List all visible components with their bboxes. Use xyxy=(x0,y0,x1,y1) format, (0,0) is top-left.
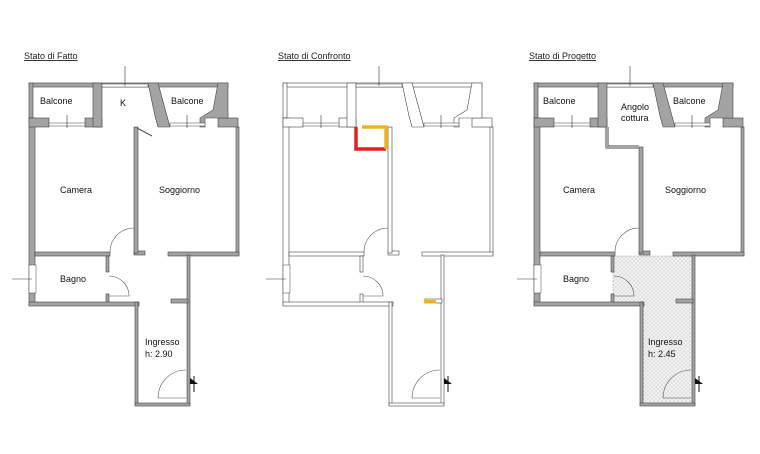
plan-title: Stato di Fatto xyxy=(24,51,78,61)
wall xyxy=(92,82,103,128)
ceiling-height-label: h: 2.90 xyxy=(145,349,173,359)
door-swing-bagno xyxy=(108,275,130,297)
wall xyxy=(740,126,745,256)
wall xyxy=(105,255,110,273)
wall xyxy=(675,298,694,304)
wall xyxy=(28,117,50,128)
wall xyxy=(186,254,191,406)
room-label-kitchen: K xyxy=(120,98,126,108)
kitchen-partition-wall xyxy=(605,127,639,149)
wall xyxy=(539,251,616,257)
wall xyxy=(489,126,494,256)
wall xyxy=(440,254,445,406)
wall xyxy=(282,301,394,307)
balcony-pier xyxy=(704,82,734,128)
wall xyxy=(672,251,745,257)
window xyxy=(169,122,206,127)
wall xyxy=(597,82,608,128)
room-label-camera: Camera xyxy=(563,185,595,195)
room-label-camera: Camera xyxy=(60,185,92,195)
wall xyxy=(639,301,644,406)
door-swing-camera xyxy=(614,227,640,253)
window xyxy=(423,122,460,127)
wall xyxy=(288,251,365,257)
wall xyxy=(170,298,189,304)
room-label-balcone-right: Balcone xyxy=(673,96,706,106)
wall xyxy=(134,402,191,407)
wall xyxy=(134,301,139,406)
wall xyxy=(421,251,494,257)
wall xyxy=(387,126,393,254)
room-label-soggiorno: Soggiorno xyxy=(665,185,706,195)
wall xyxy=(282,117,304,128)
new-wall xyxy=(362,125,388,149)
wall xyxy=(639,402,696,407)
room-label-balcone-left: Balcone xyxy=(40,96,73,106)
plan-title: Stato di Progetto xyxy=(529,51,596,61)
wall xyxy=(359,255,364,273)
kitchen-partition-fill xyxy=(606,127,639,148)
ingresso-new-floor-area xyxy=(612,255,693,404)
wall xyxy=(533,301,645,307)
wall xyxy=(691,254,696,406)
door-swing-bagno xyxy=(613,275,635,297)
wall xyxy=(133,126,139,254)
wall xyxy=(388,301,393,406)
room-label-ingresso: Ingresso xyxy=(648,337,683,347)
room-label-bagno: Bagno xyxy=(60,274,86,284)
room-label-balcone-left: Balcone xyxy=(543,96,576,106)
room-label-balcone-right: Balcone xyxy=(171,96,204,106)
plan-stato-di-progetto: Stato di Progetto Balcone Angolo cottura… xyxy=(517,51,745,407)
balcony-pier xyxy=(652,82,676,128)
room-label-bagno: Bagno xyxy=(563,274,589,284)
room-label-kitchen-line2: cottura xyxy=(621,113,649,123)
balcony-pier xyxy=(401,82,425,128)
window xyxy=(674,122,711,127)
door-swing-bagno xyxy=(362,275,384,297)
wall xyxy=(346,82,357,128)
room-label-kitchen-line1: Angolo xyxy=(621,102,649,112)
wall xyxy=(28,82,34,119)
balcony-pier xyxy=(453,82,483,128)
wall xyxy=(282,82,288,119)
room-label-ingresso: Ingresso xyxy=(145,337,180,347)
door-swing-entrance xyxy=(411,369,441,399)
door-swing-entrance xyxy=(157,369,187,399)
wall xyxy=(610,255,615,273)
wall xyxy=(167,251,240,257)
ceiling-height-label: h: 2.45 xyxy=(648,349,676,359)
wall xyxy=(34,251,111,257)
room-label-soggiorno: Soggiorno xyxy=(159,185,200,195)
wall xyxy=(533,117,555,128)
wall xyxy=(471,117,493,128)
plan-stato-di-confronto: Stato di Confronto xyxy=(266,51,494,407)
wall xyxy=(722,117,744,128)
balcony-pier xyxy=(199,82,229,128)
wall xyxy=(533,82,539,119)
plan-title: Stato di Confronto xyxy=(278,51,351,61)
door-swing-entrance xyxy=(662,369,692,399)
wall xyxy=(388,402,445,407)
wall xyxy=(235,126,240,256)
wall xyxy=(638,146,644,254)
plan-stato-di-fatto: Stato di Fatto Balcone K Balcone Camera … xyxy=(12,51,240,407)
demolished-wall xyxy=(354,127,386,151)
wall xyxy=(28,301,140,307)
new-wall xyxy=(424,300,436,304)
door-swing-camera xyxy=(109,227,135,253)
balcony-pier xyxy=(147,82,171,128)
wall xyxy=(217,117,239,128)
door-swing-camera xyxy=(363,227,389,253)
door-kitchen xyxy=(136,127,153,137)
